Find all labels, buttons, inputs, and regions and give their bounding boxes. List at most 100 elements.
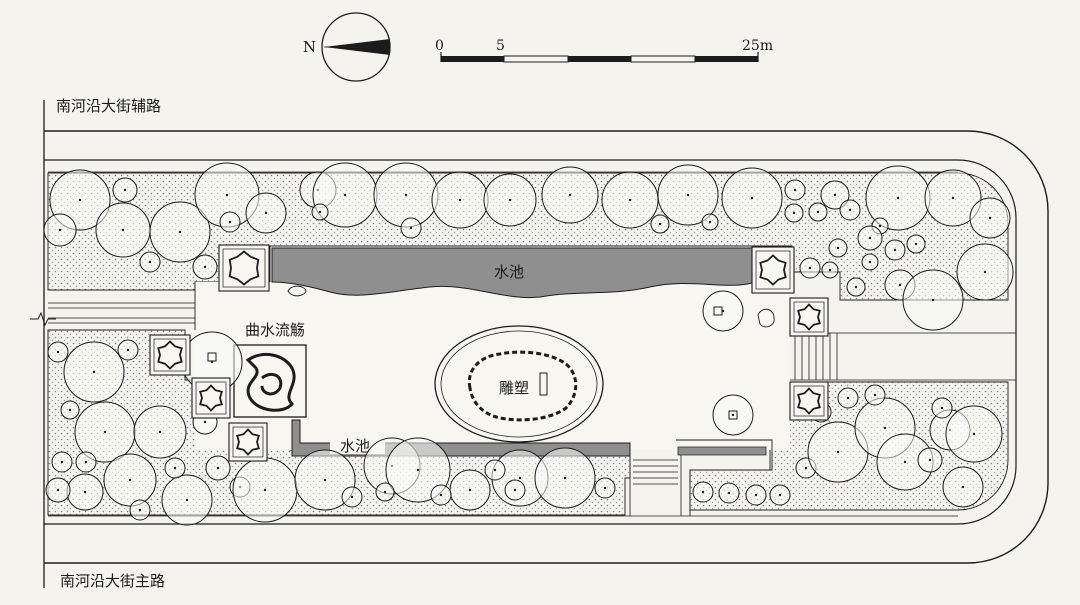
tree-center-dot [323, 478, 327, 482]
tree-center-dot [848, 208, 852, 212]
road-curb [44, 130, 1049, 564]
planter-box [789, 381, 829, 421]
tree-center-dot [185, 498, 189, 502]
sculpture-label: 雕塑 [499, 379, 529, 397]
tree-center-dot [508, 198, 512, 202]
tree-center-dot [563, 476, 567, 480]
tree-center-dot [972, 432, 976, 436]
lamp-marker [728, 410, 738, 420]
road-label-bottom: 南河沿大街主路 [60, 572, 165, 590]
tree-center-dot [409, 226, 413, 230]
tree-center-dot [983, 270, 987, 274]
west-entrance-steps [48, 302, 195, 331]
tree-center-dot [896, 196, 900, 200]
break-mark [30, 311, 56, 327]
tree-center-dot [708, 220, 712, 224]
tree-center-dot [92, 370, 96, 374]
tree-center-dot [898, 283, 902, 287]
tree-center-dot [727, 491, 731, 495]
planter-box [218, 244, 270, 292]
sculpture-area: 雕塑 [434, 325, 604, 443]
tree-center-dot [828, 268, 832, 272]
tree-center-dot [868, 260, 872, 264]
tree-center-dot [58, 228, 62, 232]
winding-stream-label: 曲水流觞 [245, 321, 305, 339]
tree-center-dot [628, 198, 632, 202]
tree-center-dot [658, 222, 662, 226]
tree-center-dot [178, 230, 182, 234]
tree-center-dot [701, 490, 705, 494]
tree-center-dot [78, 198, 82, 202]
planter-box [191, 377, 231, 419]
tree-center-dot [225, 193, 229, 197]
scale-bar: 0 5 25m [435, 38, 773, 63]
tree-center-dot [731, 413, 735, 417]
planter-boxes [149, 244, 829, 462]
tree-center-dot [804, 466, 808, 470]
tree-center-dot [56, 350, 60, 354]
planter-box [228, 422, 268, 462]
tree-center-dot [928, 458, 932, 462]
tree-center-dot [83, 490, 87, 494]
planter-box [751, 246, 795, 294]
tree-center-dot [868, 236, 872, 240]
tree-center-dot [513, 488, 517, 492]
north-label: N [303, 38, 316, 56]
north-arrow: N [303, 12, 391, 82]
tree-center-dot [816, 210, 820, 214]
tree-center-dot [343, 193, 347, 197]
tree-center-dot [893, 248, 897, 252]
tree-center-dot [350, 495, 354, 499]
tree-center-dot [318, 210, 322, 214]
tree-canopies [43, 162, 1014, 526]
scale-tick-5: 5 [496, 38, 505, 54]
tree-center-dot [203, 420, 207, 424]
tree-center-dot [383, 490, 387, 494]
sculpture-marker [539, 372, 548, 396]
planter-box [789, 297, 829, 337]
tree-center-dot [793, 188, 797, 192]
tree-center-dot [68, 408, 72, 412]
bed-outline [44, 159, 1017, 525]
lamp-marker [713, 306, 723, 316]
tree-center-dot [854, 285, 858, 289]
planter-box [149, 334, 191, 376]
tree-center-dot [951, 196, 955, 200]
tree-center-dot [883, 426, 887, 430]
lamp-marker [207, 352, 217, 362]
tree-center-dot [84, 460, 88, 464]
tree-center-dot [961, 485, 965, 489]
tree-center-dot [873, 393, 877, 397]
tree-center-dot [493, 468, 497, 472]
tree-center-dot [148, 260, 152, 264]
tree-center-dot [940, 406, 944, 410]
tree-center-dot [228, 220, 232, 224]
tree-center-dot [416, 468, 420, 472]
tree-center-dot [103, 430, 107, 434]
tree-center-dot [518, 476, 522, 480]
tree-center-dot [750, 196, 754, 200]
winding-stream-feature: 曲水流觞 [233, 321, 307, 418]
tree-center-dot [468, 488, 472, 492]
tree-center-dot [158, 430, 162, 434]
tree-center-dot [792, 211, 796, 215]
tree-center-dot [568, 193, 572, 197]
tree-center-dot [404, 193, 408, 197]
tree-center-dot [439, 493, 443, 497]
tree-center-dot [60, 460, 64, 464]
tree-center-dot [836, 246, 840, 250]
tree-center-dot [686, 193, 690, 197]
tree-center-dot [264, 211, 268, 215]
scale-tick-25: 25m [742, 38, 773, 54]
tree-center-dot [914, 242, 918, 246]
tree-center-dot [878, 224, 882, 228]
east-entrance-walk [790, 332, 1016, 381]
tree-center-dot [836, 450, 840, 454]
tree-center-dot [123, 188, 127, 192]
road-label-top: 南河沿大街辅路 [56, 97, 161, 115]
tree-center-dot [173, 466, 177, 470]
tree-center-dot [833, 193, 837, 197]
main-pond [271, 247, 753, 299]
tree-center-dot [458, 198, 462, 202]
